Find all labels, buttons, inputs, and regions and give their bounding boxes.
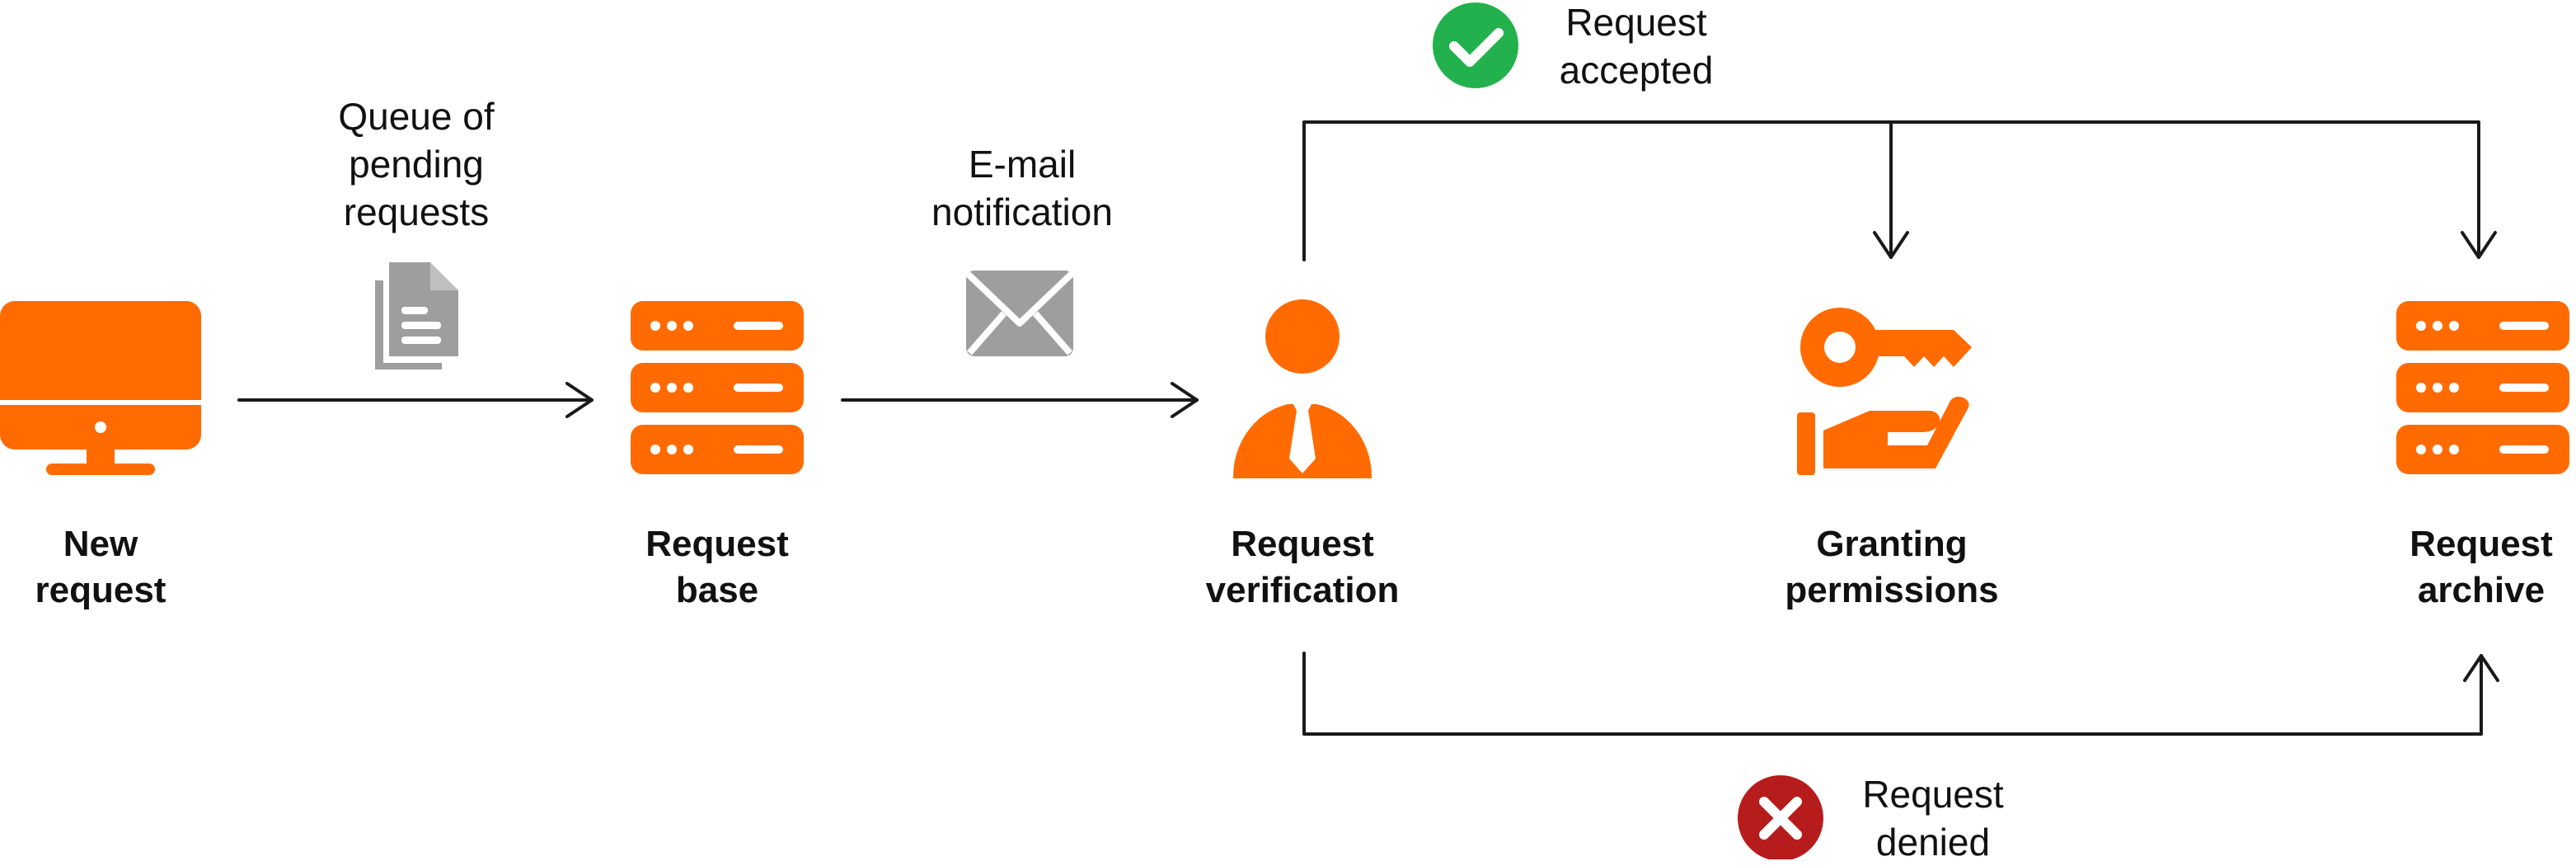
edge-label-accepted: Request accepted [1559,1,1714,92]
node-label-new-request: New request [35,524,167,610]
connector-lines [237,120,2499,736]
arrow-email [841,382,1199,418]
envelope-icon [965,271,1074,356]
server-icon [2396,301,2569,474]
check-circle-icon [1433,2,1518,88]
key-hand-icon [1797,308,1972,475]
arrow-accepted [1302,120,2497,261]
monitor-icon [0,301,201,475]
node-label-granting-permissions: Granting permissions [1785,524,1999,610]
node-label-request-base: Request base [645,524,789,610]
edge-label-email: E-mail notification [931,143,1113,233]
arrow-denied [1302,652,2499,736]
edge-label-denied: Request denied [1862,773,2004,864]
server-icon [631,301,804,474]
node-label-request-archive: Request archive [2409,524,2553,610]
x-circle-icon [1738,775,1823,859]
person-icon [1233,299,1372,478]
edge-label-queue: Queue of pending requests [338,95,495,233]
arrow-queue [237,382,594,418]
documents-icon [375,262,458,369]
node-label-request-verification: Request verification [1205,524,1400,610]
